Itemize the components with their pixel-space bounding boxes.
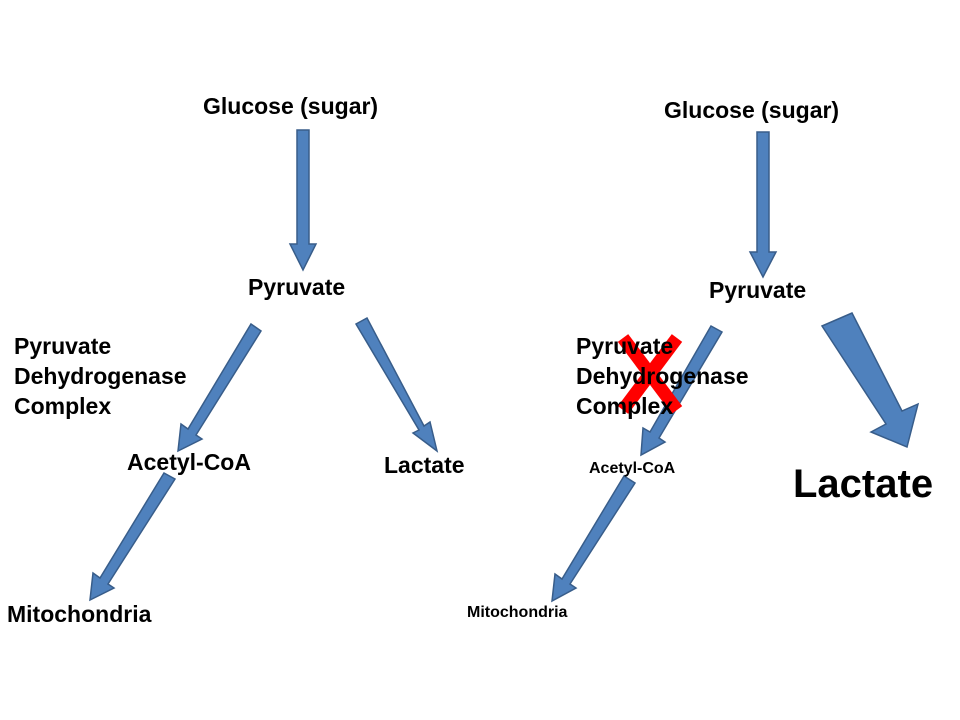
glucose-label-blocked: Glucose (sugar)	[664, 97, 840, 123]
arrow-pyruvate-to-acetyl-coa	[177, 322, 263, 453]
arrow-pyruvate-to-lactate	[354, 316, 439, 453]
arrow-acetyl-coa-to-mitochondria	[89, 471, 177, 602]
mitochondria-label-blocked: Mitochondria	[467, 604, 568, 621]
glucose-label: Glucose (sugar)	[203, 93, 379, 119]
enzyme-complex-label: Pyruvate Dehydrogenase Complex	[14, 332, 187, 422]
arrow-glucose-to-pyruvate-blocked	[748, 131, 778, 279]
enzyme-line-2-blocked: Dehydrogenase	[576, 362, 749, 389]
arrow-acetyl-coa-to-mitochondria-blocked	[551, 474, 637, 603]
arrow-glucose-to-pyruvate	[288, 129, 318, 272]
enzyme-complex-label-blocked: Pyruvate Dehydrogenase Complex	[576, 332, 749, 422]
enzyme-line-1-blocked: Pyruvate	[576, 333, 674, 359]
enzyme-line-3: Complex	[14, 392, 112, 419]
pyruvate-label-blocked: Pyruvate	[709, 277, 807, 303]
mitochondria-label: Mitochondria	[7, 601, 152, 627]
pyruvate-label: Pyruvate	[248, 274, 346, 300]
acetyl-coa-label: Acetyl-CoA	[127, 449, 251, 475]
enzyme-line-1: Pyruvate	[14, 333, 112, 359]
enzyme-line-3-blocked: Complex	[576, 392, 674, 419]
x-mark-icon	[617, 334, 683, 414]
lactate-label: Lactate	[384, 452, 465, 478]
lactate-label-enlarged: Lactate	[793, 462, 934, 506]
arrow-pyruvate-to-acetyl-coa-blocked	[640, 324, 724, 457]
enzyme-line-2: Dehydrogenase	[14, 362, 187, 389]
acetyl-coa-label-blocked: Acetyl-CoA	[589, 460, 676, 477]
arrow-pyruvate-to-lactate-enlarged	[820, 312, 920, 449]
